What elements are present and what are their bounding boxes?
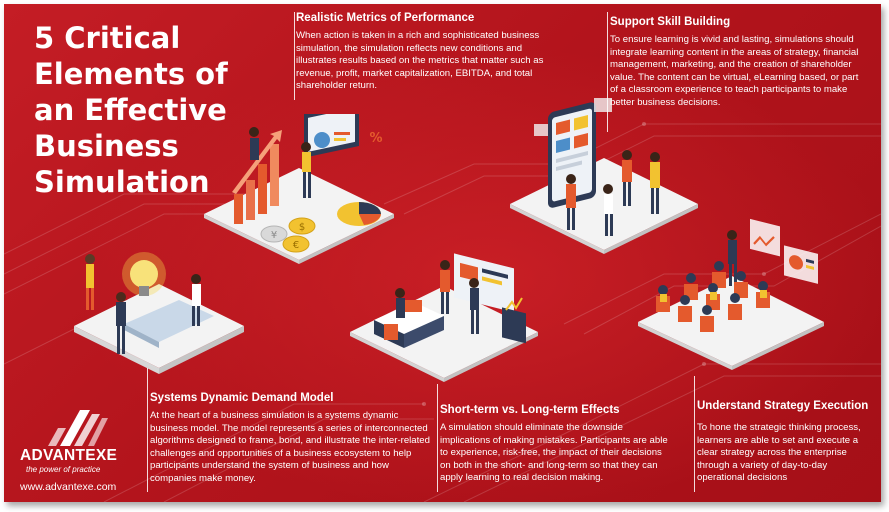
skill-building-illustration (510, 98, 698, 254)
strategy-execution-illustration (638, 218, 824, 370)
metrics-divider (294, 12, 295, 100)
strategy-divider (694, 376, 695, 492)
website-link[interactable]: www.advantexe.com (20, 481, 117, 493)
support-section: Support Skill Building To ensure learnin… (610, 16, 868, 110)
systems-heading: Systems Dynamic Demand Model (150, 392, 334, 404)
strategy-section: Understand Strategy Execution To hone th… (697, 400, 873, 485)
svg-text:€: € (293, 240, 299, 251)
page-title: 5 Critical Elements of an Effective Busi… (34, 21, 228, 199)
brand-name: ADVANTEXE (20, 447, 118, 464)
svg-text:$: $ (299, 222, 305, 233)
coin-dollar-icon: $ (288, 217, 316, 235)
short-long-section: Short-term vs. Long-term Effects A simul… (440, 404, 672, 485)
coin-yen-icon: ¥ (260, 225, 288, 243)
pie-chart-icon (337, 202, 381, 226)
infographic-canvas: 5 Critical Elements of an Effective Busi… (4, 4, 881, 502)
support-body: To ensure learning is vivid and lasting,… (610, 34, 859, 108)
percent-icon: % (369, 131, 382, 146)
short-long-illustration (350, 253, 538, 382)
coin-euro-icon: € (282, 235, 310, 253)
metrics-illustration: ¥ € $ % (204, 114, 394, 264)
brand-tagline: the power of practice (26, 465, 101, 474)
short-long-body: A simulation should eliminate the downsi… (440, 422, 668, 484)
systems-model-illustration (74, 252, 244, 374)
short-long-heading: Short-term vs. Long-term Effects (440, 404, 620, 416)
strategy-body: To hone the strategic thinking process, … (697, 422, 861, 484)
systems-body: At the heart of a business simulation is… (150, 410, 430, 484)
metrics-body: When action is taken in a rich and sophi… (296, 30, 544, 92)
svg-text:¥: ¥ (271, 230, 277, 241)
systems-divider (147, 368, 148, 492)
metrics-section: Realistic Metrics of Performance When ac… (296, 12, 564, 93)
advantexe-logo-icon (48, 410, 108, 446)
support-heading: Support Skill Building (610, 16, 731, 28)
strategy-heading: Understand Strategy Execution (697, 400, 869, 412)
systems-section: Systems Dynamic Demand Model At the hear… (150, 392, 430, 486)
support-divider (607, 12, 608, 132)
short-long-divider (437, 384, 438, 492)
metrics-heading: Realistic Metrics of Performance (296, 12, 475, 24)
